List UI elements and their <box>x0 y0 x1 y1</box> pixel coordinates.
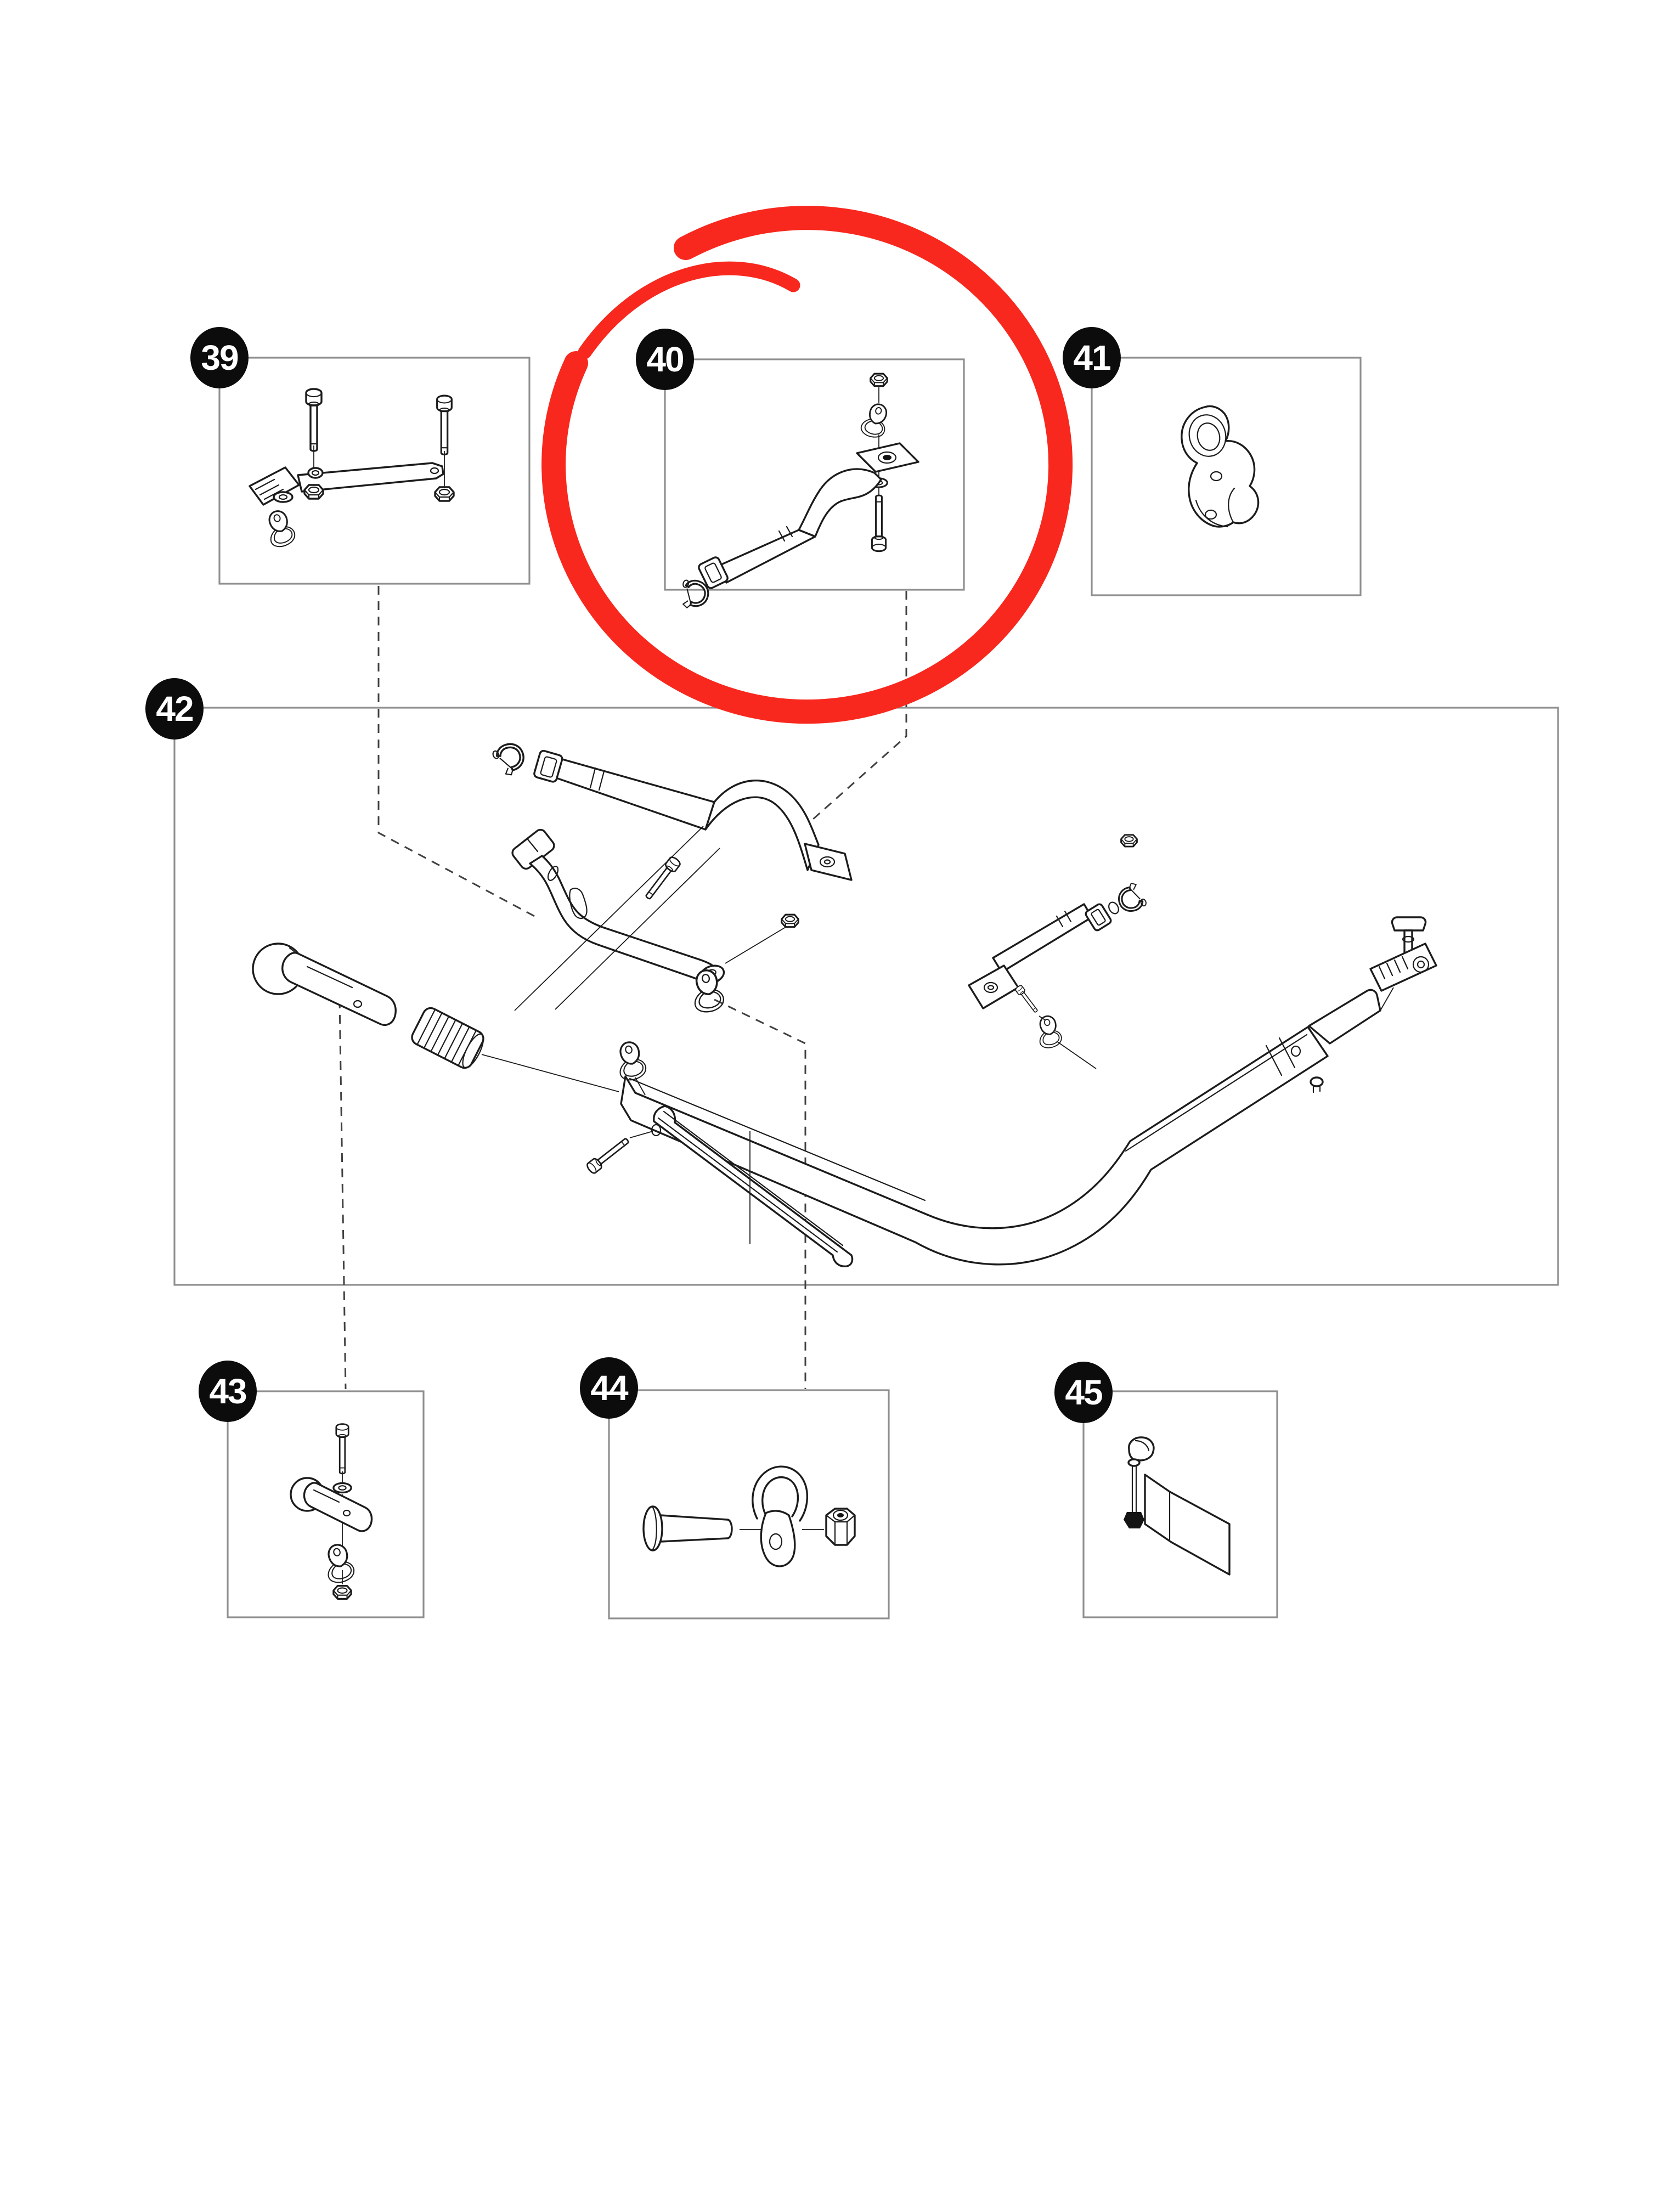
handle-pin-kit-drawing <box>290 1423 373 1600</box>
tow-bar-beam-drawing <box>620 989 1381 1266</box>
clamp-arm-drawing <box>249 462 444 506</box>
handle-grip-drawing <box>290 1477 373 1532</box>
badge-39: 39 <box>190 327 249 388</box>
flange-nut-drawing <box>1120 834 1138 848</box>
rivet-pin-drawing <box>642 1505 733 1551</box>
strap-with-hook-drawing <box>968 880 1148 1009</box>
strap-end-plate <box>804 843 853 881</box>
flange-nut-drawing <box>781 913 799 928</box>
lock-nut-drawing <box>332 1584 352 1600</box>
hex-nut-drawing <box>825 1508 856 1546</box>
tow-bar-assembly-drawing <box>252 739 1437 1267</box>
alignment-line <box>514 826 720 1011</box>
badge-41: 41 <box>1063 327 1121 388</box>
badge-44: 44 <box>580 1357 638 1419</box>
strap-mount-kit-drawing <box>676 373 919 613</box>
part-box-40 <box>664 358 965 591</box>
leader-44 <box>714 998 806 1389</box>
clamp-arm-kit-drawing <box>249 388 455 551</box>
alignment-line <box>725 927 786 964</box>
end-cap-block-drawing <box>1369 943 1437 1011</box>
badge-42: 42 <box>145 678 204 740</box>
part-boxes <box>173 357 1559 1620</box>
leader-lines <box>338 586 907 1390</box>
lock-nut-drawing <box>434 486 455 502</box>
skewer-flag-kit-drawing <box>1124 1436 1231 1576</box>
badge-40: 40 <box>636 329 694 390</box>
badge-43: 43 <box>199 1361 257 1422</box>
alignment-line <box>481 1054 619 1092</box>
washer-drawing <box>273 491 294 503</box>
washer-drawing <box>332 1482 352 1494</box>
badge-45: 45 <box>1054 1362 1113 1423</box>
lock-nut-drawing <box>303 484 324 500</box>
red-highlight-circle <box>541 206 1073 724</box>
d-ring-anchor-drawing <box>752 1465 808 1567</box>
strap-with-hook-drawing <box>490 739 853 881</box>
qr-skewer-drawing <box>1124 1436 1155 1528</box>
flange-nut-drawing <box>870 373 888 387</box>
strap-with-hook-drawing <box>676 468 882 613</box>
leader-39 <box>377 586 537 918</box>
handle-grip-drawing <box>252 943 397 1026</box>
d-ring-bolt-kit-drawing <box>642 1465 856 1567</box>
skid-rail-drawing <box>653 1105 854 1267</box>
leader-43 <box>338 999 347 1390</box>
grip-sleeve-drawing <box>411 1007 484 1069</box>
hook-bracket-drawing <box>1181 405 1260 528</box>
leader-40 <box>807 591 907 825</box>
part-box-44 <box>608 1389 890 1620</box>
strap-loop-arch <box>704 780 820 871</box>
